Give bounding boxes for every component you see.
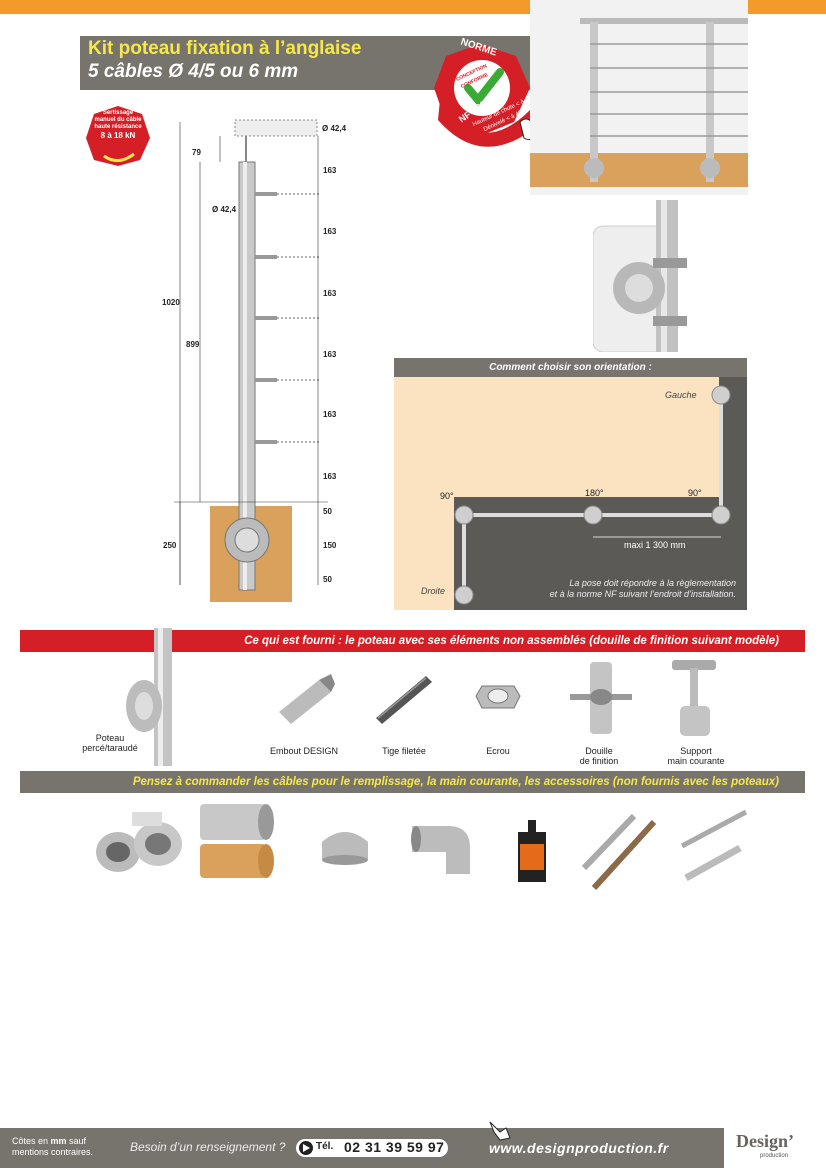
item-embout: Embout DESIGN: [269, 746, 339, 756]
dim-post-diameter: Ø 42,4: [212, 205, 237, 214]
page-title: Kit poteau fixation à l’anglaise: [88, 38, 362, 59]
dim-base: 50: [323, 507, 332, 516]
logo-box: [724, 1128, 826, 1168]
item-poteau-l2: percé/taraudé: [82, 743, 138, 753]
sertissage-l2: manuel du câble: [94, 117, 142, 123]
support-photo: [672, 660, 716, 736]
sertissage-l4: 8 à 18 kN: [100, 131, 136, 140]
dim-base: 150: [323, 541, 337, 550]
item-tige: Tige filetée: [382, 746, 426, 756]
handrail-tubes-icon: [200, 804, 274, 878]
dim-250: 250: [163, 541, 177, 550]
dim-spacing: 163: [323, 166, 337, 175]
elbow-connector-icon: [411, 826, 470, 874]
orientation-note-1: La pose doit répondre à la règlementatio…: [569, 578, 736, 588]
railing-photo: [530, 0, 748, 195]
footer-question: Besoin d’un renseignement ?: [130, 1140, 286, 1154]
dim-top-diameter: Ø 42,4: [322, 124, 347, 133]
dim-spacing: 163: [323, 350, 337, 359]
brand-logo-sub: production: [760, 1153, 789, 1159]
phone-pill[interactable]: [296, 1139, 448, 1157]
item-douille-l2: de finition: [579, 756, 619, 766]
item-ecrou: Ecrou: [486, 746, 510, 756]
embout-photo: [279, 674, 335, 724]
play-triangle-icon: [303, 1144, 310, 1152]
post-drawing: [174, 119, 328, 602]
pointer-hand-icon: [489, 1121, 511, 1141]
anchor-bolts-icon: [680, 809, 748, 882]
angle-180: 180°: [585, 488, 604, 498]
item-support-l2: main courante: [667, 756, 725, 766]
max-length: maxi 1 300 mm: [624, 540, 686, 550]
dim-899: 899: [186, 340, 200, 349]
dim-spacing: 163: [323, 410, 337, 419]
dim-1020: 1020: [162, 298, 180, 307]
post-photo: [126, 628, 172, 766]
page-subtitle: 5 câbles Ø 4/5 ou 6 mm: [88, 61, 299, 82]
tige-photo: [376, 676, 432, 724]
dim-79: 79: [192, 148, 201, 157]
angle-90-left: 90°: [440, 491, 454, 501]
label-gauche: Gauche: [665, 390, 697, 400]
orientation-note-2: et à la norme NF suivant l’endroit d’ins…: [549, 589, 736, 599]
phone-number[interactable]: 02 31 39 59 97: [344, 1139, 445, 1155]
dim-base: 50: [323, 575, 332, 584]
website-link[interactable]: www.designproduction.fr: [489, 1140, 669, 1156]
sertissage-l3: haute résistance: [94, 124, 142, 130]
footer-note-1: Côtes en mm sauf: [12, 1136, 87, 1146]
item-poteau-l1: Poteau: [95, 733, 125, 743]
ecrou-photo: [475, 685, 521, 709]
dim-spacing: 163: [323, 227, 337, 236]
phone-label: Tél.: [316, 1141, 334, 1152]
orientation-title: Comment choisir son orientation :: [394, 358, 747, 377]
orientation-diagram: [394, 377, 747, 610]
item-douille-l1: Douille: [585, 746, 613, 756]
sertissage-badge: [86, 106, 150, 166]
angle-90-right: 90°: [688, 488, 702, 498]
supplied-bar: Ce qui est fourni : le poteau avec ses é…: [20, 630, 805, 652]
order-bar: Pensez à commander les câbles pour le re…: [20, 771, 805, 793]
label-droite: Droite: [421, 586, 446, 596]
dim-spacing: 163: [323, 472, 337, 481]
footer-note-2: mentions contraires.: [12, 1147, 94, 1157]
end-cap-icon: [322, 832, 368, 865]
dim-spacing: 163: [323, 289, 337, 298]
sertissage-l1: Sertissage: [102, 110, 134, 116]
brand-logo: Design’: [736, 1131, 794, 1151]
item-support-l1: Support: [680, 746, 712, 756]
douille-photo: [570, 662, 632, 734]
glue-bottle-icon: [518, 820, 546, 882]
cable-reels-icon: [96, 812, 182, 872]
drill-bits-icon: [581, 813, 657, 891]
fixation-photo: [593, 200, 748, 352]
